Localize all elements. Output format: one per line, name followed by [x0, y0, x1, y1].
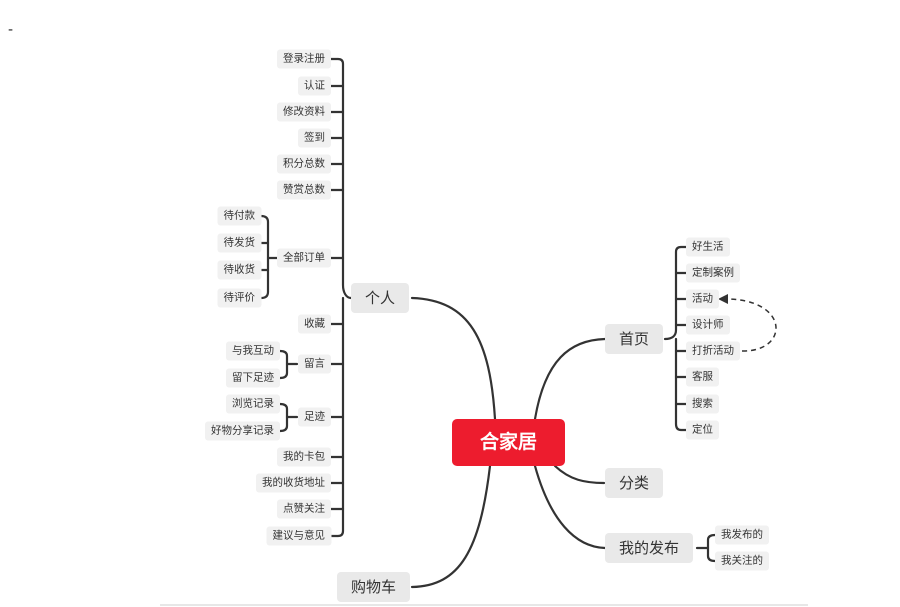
topic-location[interactable]: 定位	[686, 420, 719, 440]
connector-central-mine	[533, 464, 607, 550]
topic-total-points[interactable]: 积分总数	[277, 154, 331, 174]
branch-mine[interactable]: 我的发布	[605, 533, 694, 563]
topic-customer-service[interactable]: 客服	[686, 367, 719, 387]
topic-check-in[interactable]: 签到	[298, 128, 331, 148]
topic-likes-follows[interactable]: 点赞关注	[277, 499, 331, 519]
topic-my-follows[interactable]: 我关注的	[715, 551, 769, 571]
branch-category[interactable]: 分类	[605, 468, 664, 498]
connector-central-category	[553, 464, 606, 485]
connector-central-personal	[410, 296, 497, 421]
branch-cart[interactable]: 购物车	[337, 572, 411, 602]
central-topic[interactable]: 合家居	[452, 419, 565, 466]
bottom-divider	[160, 604, 808, 606]
topic-leave-trace[interactable]: 留下足迹	[226, 368, 280, 388]
branch-personal[interactable]: 个人	[351, 283, 410, 313]
topic-pending-payment[interactable]: 待付款	[217, 206, 261, 226]
topic-suggestions[interactable]: 建议与意见	[266, 526, 331, 546]
topic-footprints[interactable]: 足迹	[298, 407, 331, 427]
topic-custom-cases[interactable]: 定制案例	[686, 263, 740, 283]
topic-discount-events[interactable]: 打折活动	[686, 341, 740, 361]
connector-central-cart	[410, 464, 492, 589]
relation-arrowhead	[718, 294, 728, 304]
topic-login-register[interactable]: 登录注册	[277, 49, 331, 69]
topic-interactions[interactable]: 与我互动	[226, 341, 280, 361]
topic-browse-history[interactable]: 浏览记录	[226, 394, 280, 414]
topic-edit-profile[interactable]: 修改资料	[277, 102, 331, 122]
connector-personal-trunk	[329, 57, 353, 300]
topic-shipping-address[interactable]: 我的收货地址	[256, 473, 331, 493]
topic-favorites[interactable]: 收藏	[298, 314, 331, 334]
topic-total-rewards[interactable]: 赞赏总数	[277, 180, 331, 200]
stray-dash-mark: -	[8, 22, 14, 38]
topic-search[interactable]: 搜索	[686, 394, 719, 414]
topic-pending-receipt[interactable]: 待收货	[217, 260, 261, 280]
topic-share-history[interactable]: 好物分享记录	[205, 421, 280, 441]
connector-central-home	[533, 337, 607, 421]
topic-messages[interactable]: 留言	[298, 354, 331, 374]
topic-pending-review[interactable]: 待评价	[217, 288, 261, 308]
branch-home[interactable]: 首页	[605, 324, 664, 354]
topic-card-wallet[interactable]: 我的卡包	[277, 447, 331, 467]
topic-events[interactable]: 活动	[686, 289, 719, 309]
topic-pending-shipment[interactable]: 待发货	[217, 233, 261, 253]
topic-verification[interactable]: 认证	[298, 76, 331, 96]
topic-all-orders[interactable]: 全部订单	[277, 248, 331, 268]
topic-my-posts[interactable]: 我发布的	[715, 525, 769, 545]
topic-designers[interactable]: 设计师	[686, 315, 730, 335]
topic-good-life[interactable]: 好生活	[686, 237, 730, 257]
relation-dashed-arrow	[723, 298, 777, 352]
